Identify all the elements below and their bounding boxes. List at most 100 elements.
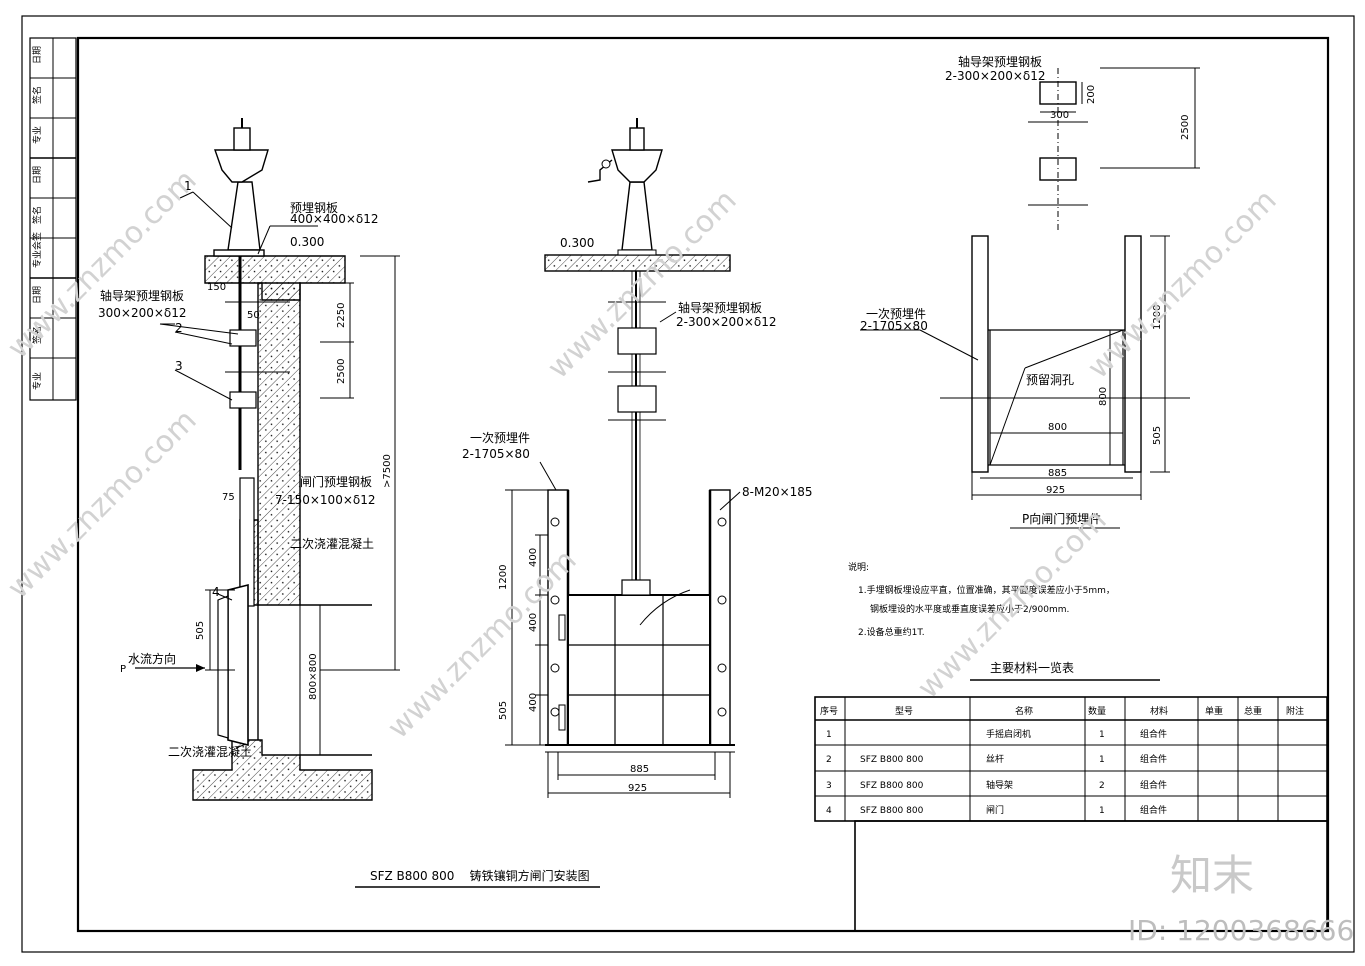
r-dim-200: 200 [1086,85,1097,104]
strip-cell-5: 签名 [31,206,43,224]
r-first-embed-spec: 2-1705×80 [860,319,928,333]
table-row-4-material: 组合件 [1140,804,1167,816]
guide-frame-lower [229,391,257,409]
mid-guide-plate-spec: 2-300×200×δ12 [676,315,777,329]
th-index: 序号 [820,705,838,717]
middle-elevation-view: 0.300 轴导架预埋钢板 2-300×200×δ12 一次预埋件 2-1705… [462,118,813,798]
embedded-plate-label: 预埋钢板 [290,201,338,215]
guide-frame-upper [229,329,257,347]
mid-bolts-label: 8-M20×185 [742,485,813,499]
strip-cell-3: 专业 [31,126,43,144]
watermark-text-5: www.znzmo.com [1081,183,1284,386]
notes-line-1: 1.手埋钢板埋设应平直，位置准确，其平面度误差应小于5mm， [858,584,1115,596]
table-row-4-qty: 1 [1099,806,1105,816]
dim-505: 505 [195,621,206,640]
table-row-4-index: 4 [826,806,832,816]
table-row-4-name: 闸门 [986,804,1004,816]
dim-2250: 2250 [336,303,347,328]
dim-50: 50 [247,310,260,321]
r-left-embed [971,235,989,473]
th-total-weight: 总重 [1244,705,1262,717]
r-dim-2500: 2500 [1180,115,1191,140]
mid-guide-frame-upper [617,327,657,355]
right-p-view: 轴导架预埋钢板 2-300×200×δ12 200 300 2500 一次预埋件… [860,54,1200,529]
th-model: 型号 [895,706,913,717]
table-row-3-name: 轴导架 [986,779,1013,791]
gate-plate-label: 闸门预埋钢板 [300,474,372,489]
table-row-1-material: 组合件 [1140,728,1167,740]
part-label-3: 3 [175,359,183,373]
mid-dim-505: 505 [498,701,509,720]
left-section-view: 1 预埋钢板 400×400×δ12 0.300 150 轴导架预埋钢板 300… [98,118,400,801]
mid-dim-400b: 400 [528,613,539,632]
th-remarks: 附注 [1286,705,1304,717]
elevation-label: 0.300 [290,235,324,249]
id-label: ID: 1200368666 [1128,914,1354,947]
mid-first-embed-spec: 2-1705×80 [462,447,530,461]
strip-cell-1: 日期 [32,46,43,64]
th-name: 名称 [1015,705,1033,717]
dim-150: 150 [207,282,226,293]
r-guide-plate-spec: 2-300×200×δ12 [945,69,1046,83]
mid-dim-925: 925 [628,783,647,794]
r-right-embed [1124,235,1142,473]
part-label-1: 1 [184,179,192,193]
strip-cell-2: 签名 [31,86,43,104]
dim-7500: >7500 [382,454,393,488]
mid-guide-plate-label: 轴导架预埋钢板 [678,300,762,315]
r-guide-plate-label: 轴导架预埋钢板 [958,54,1042,69]
r-caption: P向闸门预埋件 [1022,511,1101,526]
hoist-head [214,149,269,183]
r-dim-925: 925 [1046,485,1065,496]
mid-dim-1200: 1200 [498,565,509,590]
dim-2500: 2500 [336,359,347,384]
part-label-2: 2 [175,321,183,335]
mid-dim-400a: 400 [528,548,539,567]
notes-title: 说明: [848,561,869,573]
notes-block: 说明: 1.手埋钢板埋设应平直，位置准确，其平面度误差应小于5mm， 钢板埋设的… [848,561,1115,638]
r-reserved-hole: 预留洞孔 [1026,373,1074,387]
table-row-2-material: 组合件 [1140,753,1167,765]
table-row-2-model: SFZ B800 800 [860,755,924,765]
table-row-1-index: 1 [826,730,832,740]
th-qty: 数量 [1088,705,1106,717]
table-row-3-index: 3 [826,781,832,791]
notes-line-3: 2.设备总重约1T. [858,626,925,638]
drawing-title: SFZ B800 800 铸铁镶铜方闸门安装图 [370,868,590,883]
strip-cell-7: 日期 [32,286,43,304]
watermark-text-1: www.znzmo.com [1,163,204,366]
table-row-1-name: 手摇启闭机 [986,728,1031,740]
table-row-3-qty: 2 [1099,781,1105,791]
main-wall [257,282,301,606]
r-dim-800h: 800 [1048,422,1067,433]
r-first-embed-label: 一次预埋件 [866,307,926,321]
dim-75: 75 [222,492,235,503]
table-row-4-model: SFZ B800 800 [860,806,924,816]
notes-line-2: 钢板埋设的水平度或垂直度误差应小于2/900mm. [870,603,1069,615]
embedded-plate-spec: 400×400×δ12 [290,212,379,226]
watermark-text-2: www.znzmo.com [1,403,204,606]
table-row-1-qty: 1 [1099,730,1105,740]
guide-plate-label: 轴导架预埋钢板 [100,288,184,303]
gate-leaf [227,583,249,747]
brand-logo: 知末 [1170,851,1254,900]
flow-p-label: P [120,664,126,675]
r-dim-800v: 800 [1098,387,1109,406]
gate-plate-spec: 7-150×100×δ12 [275,493,376,507]
th-unit-weight: 单重 [1205,705,1223,717]
bottom-slab [192,739,373,801]
inner-frame [76,36,1330,933]
r-dim-505: 505 [1152,426,1163,445]
mid-first-embed-label: 一次预埋件 [470,431,530,445]
table-row-3-model: SFZ B800 800 [860,781,924,791]
strip-cell-8: 签名 [31,326,43,344]
mid-elevation-label: 0.300 [560,236,594,250]
guide-plate-spec: 300×200×δ12 [98,306,187,320]
strip-cell-6: 专业会签 [31,232,43,268]
mid-right-guide [709,489,731,746]
dim-800x800: 800×800 [308,653,319,700]
table-row-2-qty: 1 [1099,755,1105,765]
table-row-2-name: 丝杆 [986,753,1004,765]
mid-dim-400c: 400 [528,693,539,712]
